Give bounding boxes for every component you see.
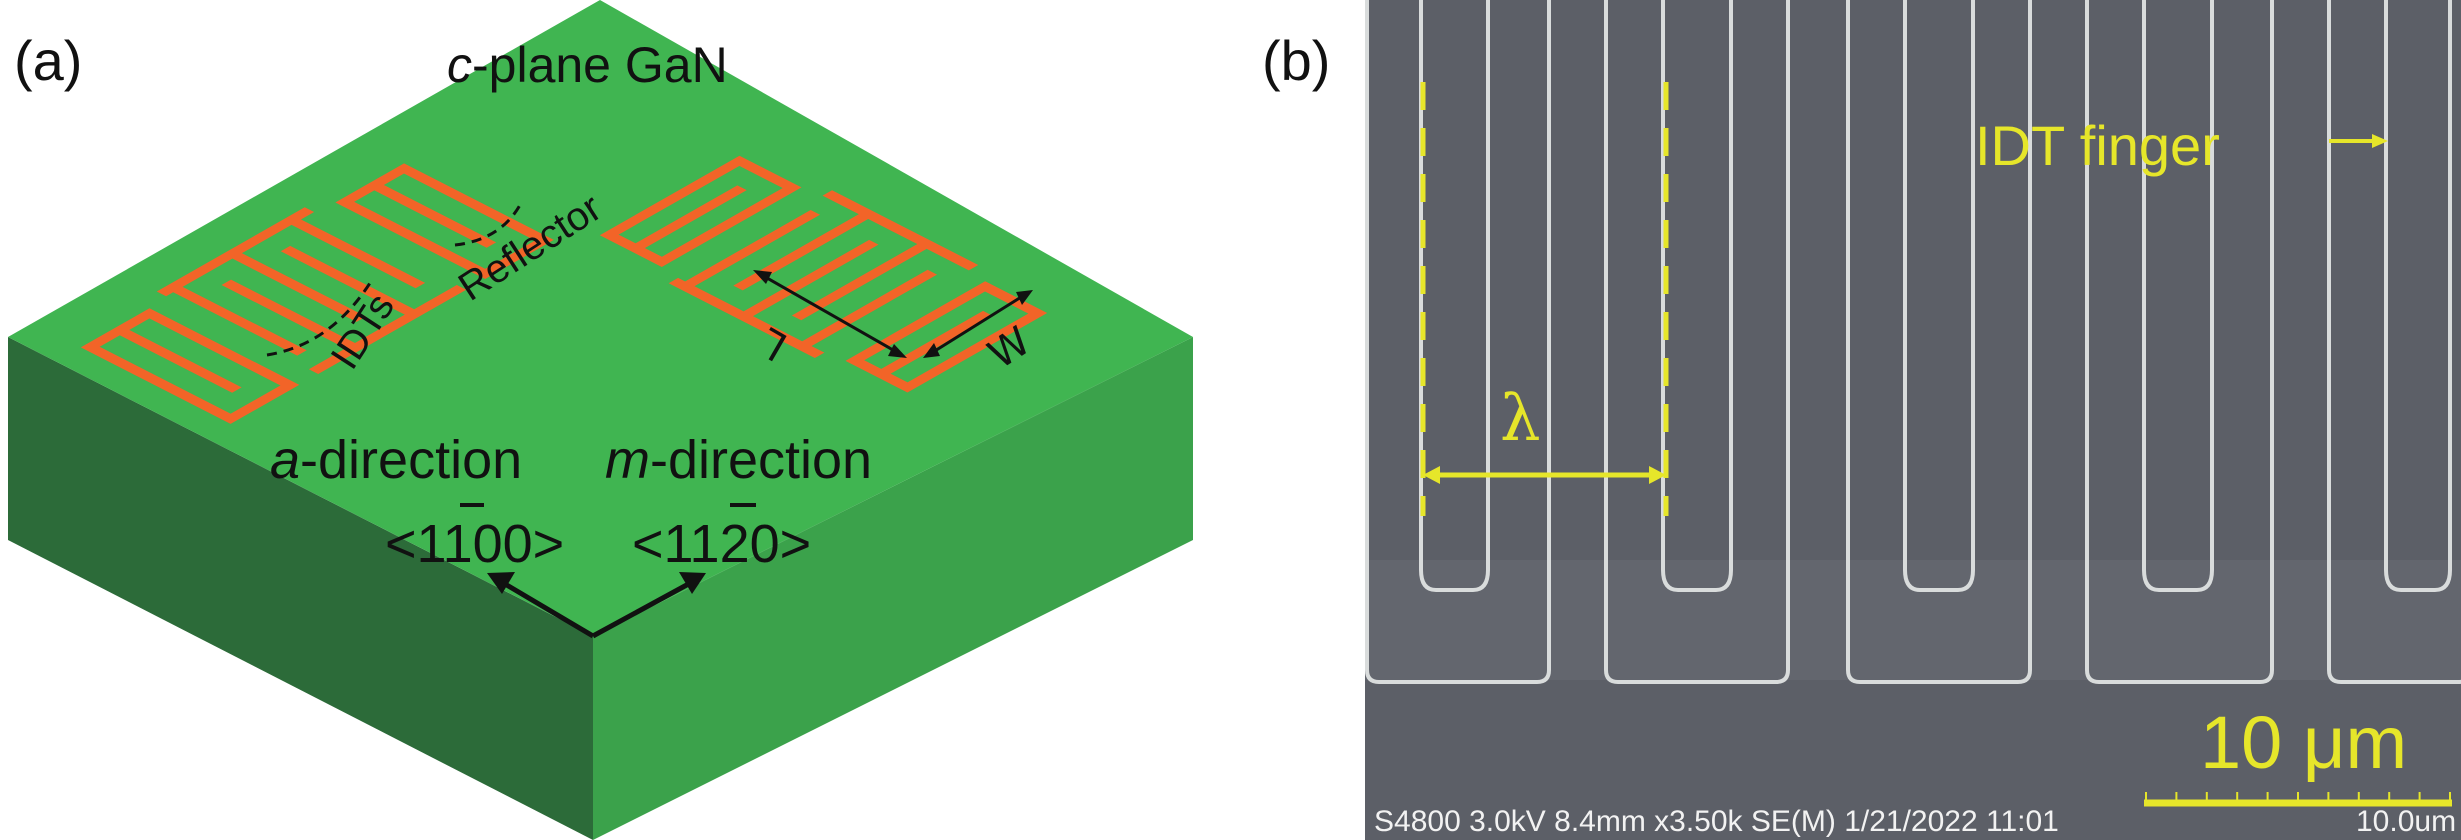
bottom-finger-outline [1604,0,1790,684]
idt-finger-label: IDT finger [1975,114,2220,177]
length-arrow [753,270,907,358]
bottom-finger-outline [2327,0,2461,684]
left-reflector-1 [80,308,300,424]
lambda-label: λ [1500,382,1541,456]
direction-arrows [487,572,706,639]
substrate-right-face [593,337,1193,840]
m-barred: 2 [720,514,750,574]
m-miller-index: <1120> [632,514,811,574]
top-finger-outline [1903,0,1975,592]
scale-bar [2144,792,2452,807]
substrate-left-face [8,337,593,840]
panel-a: L W (a) c-plane GaN IDTs Reflector a-dir… [8,0,1193,840]
a-suffix: 00> [473,514,565,574]
m-direction-label: m-direction [605,430,872,490]
width-arrow [923,290,1033,358]
scale-label: 10 μm [2200,701,2407,784]
left-idt [156,207,467,375]
right-reflector-2 [845,281,1048,393]
idt-finger-outlines [1365,0,2461,684]
sem-light-patch [1365,560,2461,680]
sem-info: S4800 3.0kV 8.4mm x3.50k SE(M) 1/21/2022… [1374,805,2059,838]
substrate-top-face [8,0,1193,636]
sem-scale: 10.0um [2356,805,2456,838]
wavelength-marker [1420,82,1669,516]
reflector-bracket [454,204,522,247]
a-rest: -direction [300,430,522,490]
left-reflector-2 [335,163,554,279]
right-idt [668,190,979,358]
top-finger-outline [2142,0,2214,592]
bottom-finger-outline [1365,0,1551,684]
substrate-title: c-plane GaN [447,37,728,93]
top-finger-outline [1419,0,1490,592]
m-italic: m [605,430,650,490]
a-direction-label: a-direction [270,430,522,490]
panel-b: (b) λ IDT finger 10 μm S4800 3.0kV 8.4mm… [1262,0,2461,840]
top-finger-outline [2384,0,2452,592]
title-rest: -plane GaN [472,37,728,93]
bottom-finger-outline [1846,0,2032,684]
m-prefix: <11 [632,514,720,574]
panel-b-label: (b) [1262,29,1330,92]
a-barred: 1 [443,514,473,574]
a-prefix: <1 [385,514,445,574]
a-miller-index: <1100> [385,514,564,574]
bottom-finger-outline [2085,0,2274,684]
finger-arrow [2329,134,2388,148]
m-rest: -direction [650,430,872,490]
a-italic: a [270,430,300,490]
top-finger-outline [1661,0,1733,592]
panel-a-label: (a) [14,29,82,92]
m-suffix: 0> [750,514,812,574]
title-italic: c [447,37,472,93]
right-reflector-1 [599,155,802,267]
